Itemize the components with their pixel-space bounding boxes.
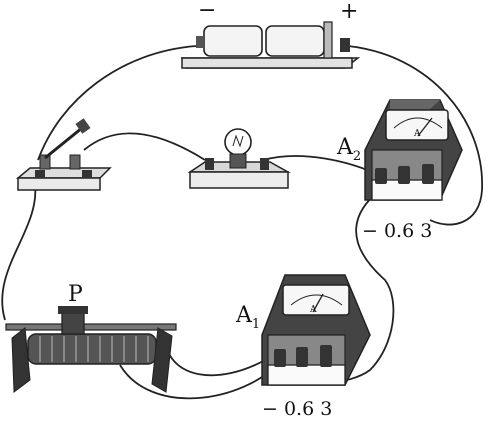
svg-text:A: A <box>309 305 317 315</box>
wire-rheostat-lower <box>119 359 284 400</box>
battery: − + <box>180 0 361 69</box>
wire-switch-to-bulb <box>83 132 206 161</box>
bulb <box>187 128 291 189</box>
switch[interactable] <box>15 118 112 191</box>
rheostat-slider-label: P <box>68 282 83 307</box>
wire-battery-to-switch <box>37 45 197 161</box>
svg-text:A: A <box>413 129 421 139</box>
ammeter-a1-label: A1 <box>235 303 260 332</box>
rheostat[interactable]: P <box>5 282 177 393</box>
ammeter-a2-terminals: − 0.6 3 <box>362 220 432 242</box>
ammeter-a1: A A1 − 0.6 3 <box>235 274 371 420</box>
wire-rheostat-to-a1 <box>164 339 266 377</box>
ammeter-a2-label: A2 <box>336 135 361 164</box>
battery-minus-label: − <box>198 0 216 23</box>
ammeter-a1-terminals: − 0.6 3 <box>262 398 332 420</box>
wire-battery-to-a2 <box>347 45 483 226</box>
ammeter-a2: A A2 − 0.6 3 <box>336 99 463 242</box>
wire-switch-to-rheostat <box>1 184 37 321</box>
battery-plus-label: + <box>340 0 358 24</box>
